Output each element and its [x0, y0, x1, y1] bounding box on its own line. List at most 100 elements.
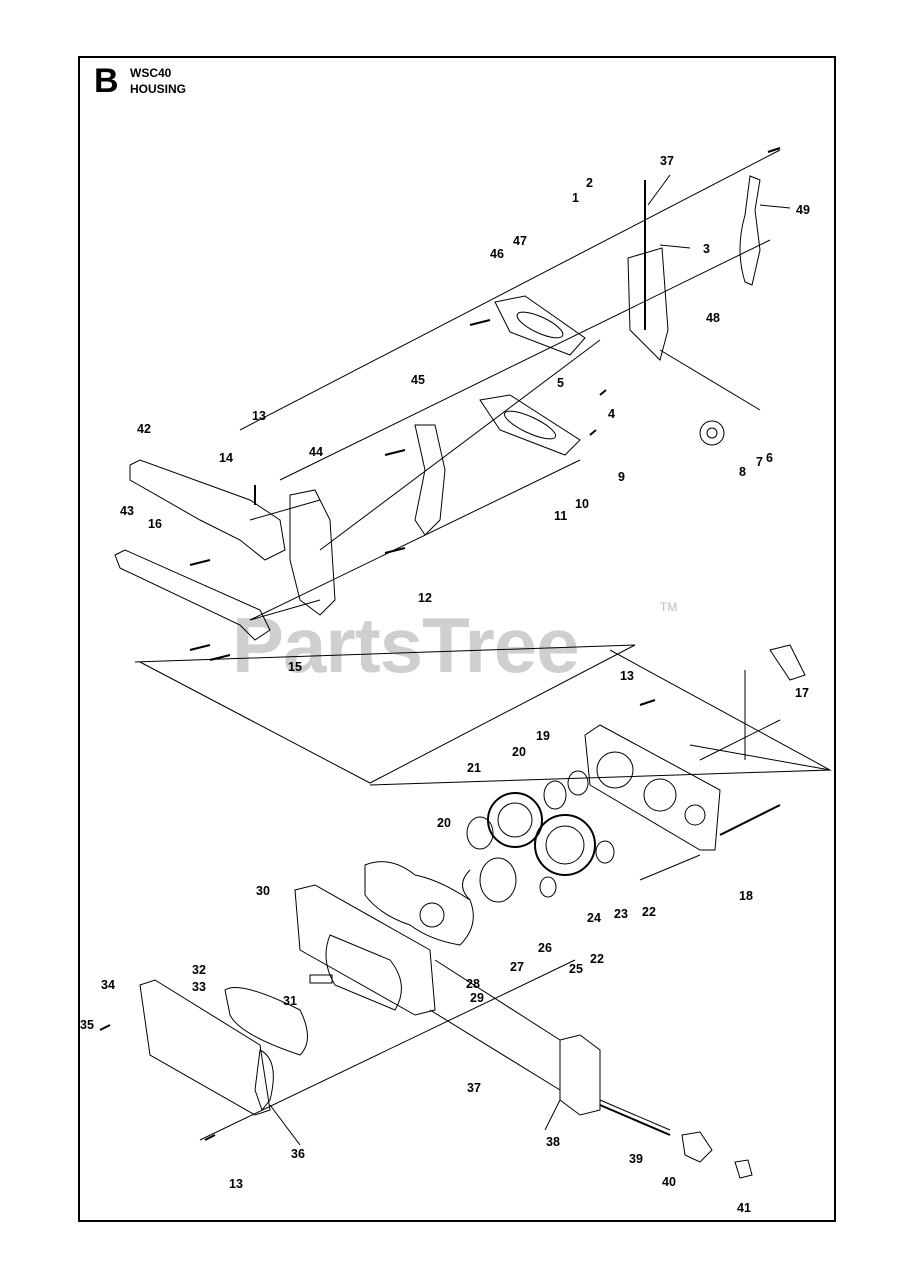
part-21-gear — [487, 792, 543, 848]
callout-13: 13 — [252, 409, 266, 423]
callout-7: 7 — [756, 455, 763, 469]
leader-line — [647, 174, 671, 206]
part-22-ring — [595, 840, 615, 864]
part-20-ring — [543, 780, 567, 810]
callout-17: 17 — [795, 686, 809, 700]
part-22-ring — [539, 876, 557, 898]
bolt — [189, 559, 211, 566]
callout-3: 3 — [703, 242, 710, 256]
callout-9: 9 — [618, 470, 625, 484]
watermark-trademark: TM — [660, 600, 678, 614]
callout-46: 46 — [490, 247, 504, 261]
callout-20: 20 — [437, 816, 451, 830]
part-40-sleeve — [681, 1131, 713, 1163]
part-42-handle — [129, 459, 286, 561]
callout-13: 13 — [229, 1177, 243, 1191]
callout-2: 2 — [586, 176, 593, 190]
callout-14: 14 — [219, 451, 233, 465]
callout-18: 18 — [739, 889, 753, 903]
callout-15: 15 — [288, 660, 302, 674]
callout-33: 33 — [192, 980, 206, 994]
callout-29: 29 — [470, 991, 484, 1005]
callout-24: 24 — [587, 911, 601, 925]
bolt — [719, 804, 781, 836]
part-29-gasket — [364, 861, 474, 946]
axis-line — [249, 459, 581, 621]
part-30-chain-slot — [325, 934, 402, 1011]
part-46-cover — [494, 295, 586, 356]
part-48-bracket — [627, 247, 669, 361]
projection-plane — [134, 644, 636, 784]
axis-line — [699, 719, 781, 761]
part-31-key — [309, 974, 333, 984]
callout-23: 23 — [614, 907, 628, 921]
part-28-clip — [462, 869, 471, 901]
bolt — [209, 654, 231, 661]
section-letter: B — [94, 62, 119, 100]
part-21-gear-hub — [497, 802, 533, 838]
callout-42: 42 — [137, 422, 151, 436]
callout-26: 26 — [538, 941, 552, 955]
part-49-bracket — [739, 175, 761, 286]
part-29-hole — [419, 902, 445, 928]
part-38-block — [559, 1034, 601, 1116]
bolt — [99, 1024, 111, 1031]
part-18-bore — [684, 804, 706, 826]
part-46-slot — [516, 311, 564, 339]
axis-line — [434, 959, 561, 1041]
callout-22: 22 — [590, 952, 604, 966]
part-45-arm — [414, 424, 446, 536]
part-41-screw — [734, 1159, 753, 1179]
callout-21: 21 — [467, 761, 481, 775]
callout-25: 25 — [569, 962, 583, 976]
callout-12: 12 — [418, 591, 432, 605]
part-44-edge — [249, 599, 321, 621]
part-44-edge — [249, 499, 321, 521]
projection-plane — [369, 649, 832, 786]
part-24-gear-hub — [545, 825, 585, 865]
part-18-housing-plate — [584, 724, 721, 851]
bolt — [639, 699, 656, 706]
watermark: PartsTree — [232, 601, 580, 689]
part-34-cover — [139, 979, 271, 1116]
axis-line — [199, 959, 576, 1141]
axis-line — [429, 1009, 561, 1091]
leader-line — [639, 854, 701, 881]
callout-34: 34 — [101, 978, 115, 992]
part-8-knob — [699, 420, 725, 446]
part-18-bore — [643, 778, 677, 812]
axis-line — [319, 339, 601, 551]
section-name: HOUSING — [130, 82, 187, 96]
callout-40: 40 — [662, 1175, 676, 1189]
part-18-bore — [596, 751, 634, 789]
callout-11: 11 — [554, 509, 567, 523]
callout-43: 43 — [120, 504, 134, 518]
leader-line — [269, 1104, 301, 1146]
bolt — [384, 547, 406, 554]
callout-31: 31 — [283, 994, 297, 1008]
callout-39: 39 — [629, 1152, 643, 1166]
callout-48: 48 — [706, 311, 720, 325]
callout-8: 8 — [739, 465, 746, 479]
part-43-rail — [114, 549, 271, 641]
part-19-ring — [567, 770, 589, 796]
callout-22: 22 — [642, 905, 656, 919]
bolt — [204, 1134, 216, 1141]
callout-1: 1 — [572, 191, 579, 205]
axis-line — [279, 239, 771, 481]
callout-35: 35 — [80, 1018, 94, 1032]
callout-28: 28 — [466, 977, 480, 991]
callout-47: 47 — [513, 234, 527, 248]
callout-19: 19 — [536, 729, 550, 743]
bolt — [599, 389, 607, 396]
callout-4: 4 — [608, 407, 615, 421]
axis-line — [659, 349, 761, 411]
callout-13: 13 — [620, 669, 634, 683]
leader-line — [659, 244, 691, 249]
part-44-frame — [289, 489, 336, 616]
callout-32: 32 — [192, 963, 206, 977]
part-8-knob-center — [706, 427, 718, 439]
callout-27: 27 — [510, 960, 524, 974]
axis-line — [239, 149, 781, 431]
callout-5: 5 — [557, 376, 564, 390]
